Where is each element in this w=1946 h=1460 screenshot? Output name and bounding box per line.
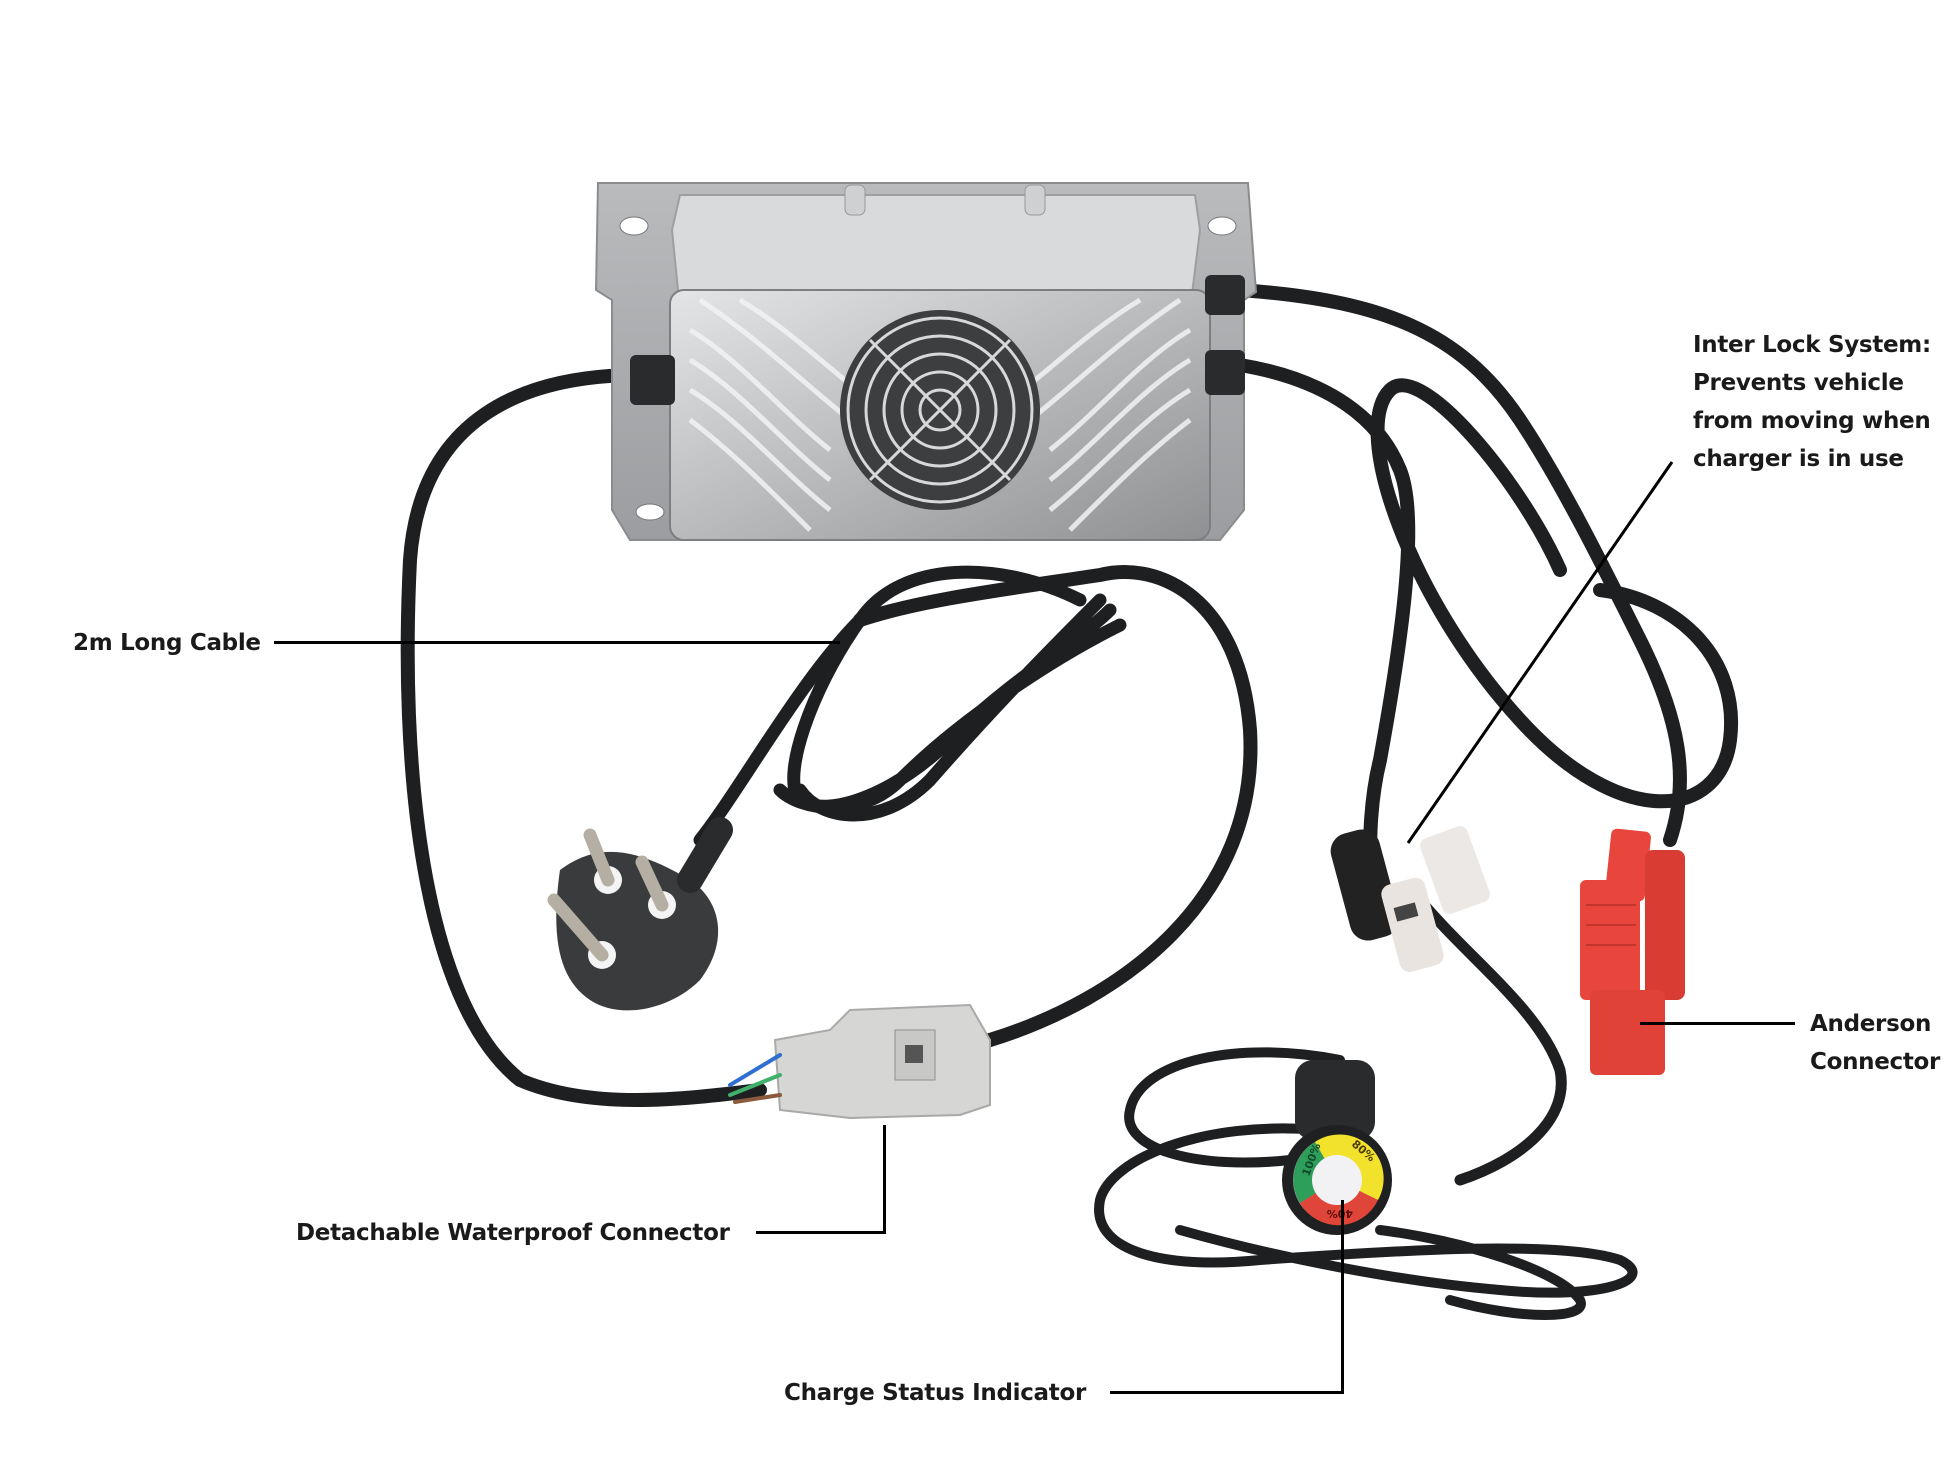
charge-status-indicator: 100% 80% 40% xyxy=(1282,1060,1392,1235)
callout-interlock-line: from moving when xyxy=(1693,408,1931,434)
callout-anderson-line: Anderson xyxy=(1810,1011,1932,1037)
wire-blue xyxy=(728,1053,782,1087)
callout-interlock-line: Inter Lock System: xyxy=(1693,332,1931,358)
bracket-hole xyxy=(1207,216,1237,236)
callout-interlock-line: Prevents vehicle xyxy=(1693,370,1904,396)
callout-waterproof-connector: Detachable Waterproof Connector xyxy=(296,1220,730,1246)
ac-cable-left-loop xyxy=(400,368,767,1107)
cable-gland-left xyxy=(630,355,675,405)
gauge-label-40: 40% xyxy=(1327,1207,1353,1220)
callout-interlock: Inter Lock System: Prevents vehicle from… xyxy=(1693,326,1931,478)
callout-anderson-line: Connector xyxy=(1810,1049,1941,1075)
callout-anderson: Anderson Connector xyxy=(1810,1005,1940,1081)
indicator-coil xyxy=(1094,1047,1638,1320)
lid-tab xyxy=(1024,184,1046,216)
waterproof-connector xyxy=(728,1003,991,1120)
interlock-connectors xyxy=(1330,826,1490,972)
leader-waterproof-horizontal xyxy=(756,1231,886,1234)
cable-coil xyxy=(773,565,1127,822)
cable-gland-right-upper xyxy=(1205,275,1245,315)
leader-charge-horizontal xyxy=(1110,1391,1344,1394)
wire-green-yellow xyxy=(728,1073,782,1097)
leader-waterproof-vertical xyxy=(883,1125,886,1234)
indicator-cable xyxy=(1414,894,1567,1186)
leader-cable xyxy=(274,641,840,644)
leader-charge-vertical xyxy=(1341,1200,1344,1394)
anderson-connector xyxy=(1580,828,1685,1075)
plug-strain-relief xyxy=(677,817,733,893)
leader-anderson xyxy=(1640,1022,1795,1025)
callout-interlock-line: charger is in use xyxy=(1693,446,1904,472)
dc-cable-upper xyxy=(1233,283,1687,847)
callout-cable: 2m Long Cable xyxy=(73,630,261,656)
heatsink-fins xyxy=(688,297,1192,532)
mains-plug xyxy=(547,817,733,1011)
bracket-hole xyxy=(619,216,649,236)
bracket-hole xyxy=(635,503,665,521)
ac-cable-to-coil xyxy=(853,565,1258,1047)
charger-unit xyxy=(594,182,1258,541)
callout-charge-indicator: Charge Status Indicator xyxy=(784,1380,1087,1406)
cable-gland-right-lower xyxy=(1205,350,1245,395)
wire-brown xyxy=(733,1093,782,1104)
cooling-fan xyxy=(840,310,1040,510)
lid-tab xyxy=(844,184,866,216)
plug-body xyxy=(556,851,719,1011)
